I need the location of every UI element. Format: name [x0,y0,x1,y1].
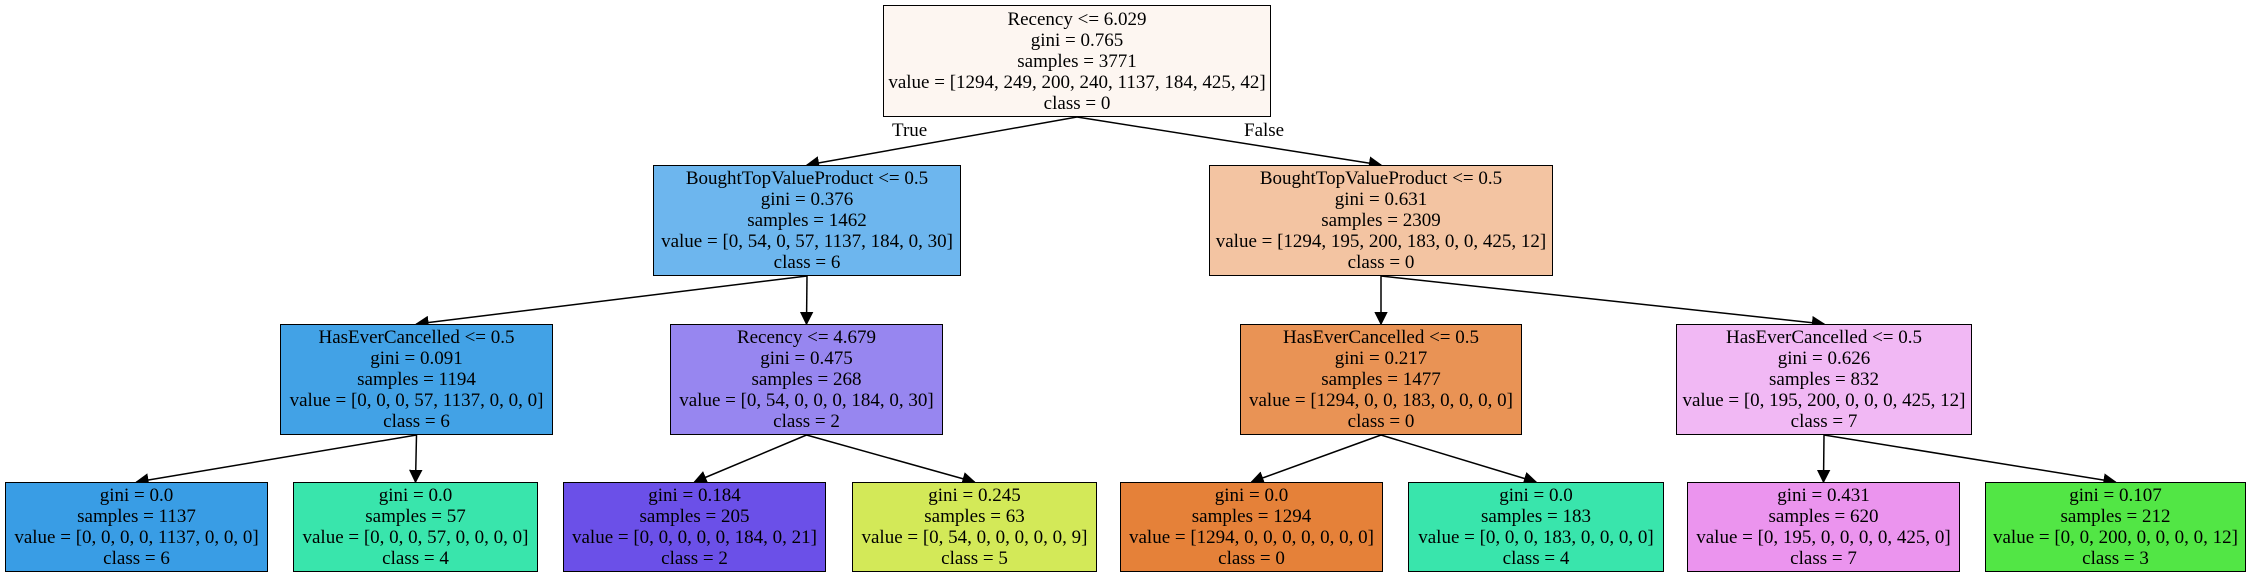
node-line: class = 0 [1347,411,1415,432]
node-line: class = 0 [1043,92,1111,114]
node-line: HasEverCancelled <= 0.5 [1725,327,1923,348]
node-line: samples = 1137 [77,506,196,527]
node-line: gini = 0.245 [928,485,1021,506]
node-line: samples = 1294 [1191,506,1312,527]
tree-edge-n9-n10 [1250,434,1382,485]
node-line: BoughtTopValueProduct <= 0.5 [1259,168,1503,189]
node-line: class = 2 [661,548,728,569]
node-line: samples = 183 [1481,506,1591,527]
edge-label-true: True [892,120,928,141]
node-line: gini = 0.107 [2069,485,2162,506]
node-line: value = [0, 0, 0, 0, 1137, 0, 0, 0] [14,527,259,548]
tree-edge-n0-n1 [805,116,1078,170]
tree-edge-n5-n6 [693,434,807,484]
node-line: class = 7 [1790,411,1858,432]
node-line: samples = 2309 [1321,210,1441,231]
node-line: samples = 1462 [747,210,867,231]
node-line: class = 0 [1347,252,1415,273]
node-line: samples = 1194 [357,369,476,390]
node-line: class = 6 [773,252,841,273]
node-line: value = [1294, 249, 200, 240, 1137, 184,… [888,71,1266,93]
node-line: class = 3 [2082,548,2149,569]
node-line: value = [0, 0, 0, 57, 1137, 0, 0, 0] [289,390,544,411]
node-line: value = [1294, 0, 0, 0, 0, 0, 0, 0] [1128,527,1374,548]
node-line: gini = 0.184 [648,485,741,506]
node-line: samples = 3771 [1017,50,1137,72]
tree-edge-n0-n8 [1076,116,1383,170]
node-line: gini = 0.631 [1334,189,1428,210]
tree-edge-n12-n13 [1816,434,1831,484]
node-line: class = 6 [103,548,170,569]
node-line: value = [0, 195, 200, 0, 0, 0, 425, 12] [1682,390,1966,411]
node-line: HasEverCancelled <= 0.5 [318,327,515,348]
tree-edge-n1-n5 [799,275,814,326]
node-line: value = [0, 54, 0, 57, 1137, 184, 0, 30] [661,231,953,252]
tree-edge-n12-n14 [1823,434,2117,487]
node-line: samples = 57 [365,506,466,527]
node-line: samples = 1477 [1321,369,1441,390]
node-line: samples = 620 [1768,506,1879,527]
node-line: gini = 0.431 [1777,485,1870,506]
node-line: class = 5 [941,548,1008,569]
node-line: samples = 205 [639,506,750,527]
tree-edge-n8-n12 [1380,275,1826,330]
node-line: Recency <= 6.029 [1007,8,1147,30]
node-line: gini = 0.0 [99,485,174,506]
node-line: gini = 0.217 [1334,348,1428,369]
node-line: class = 4 [382,548,449,569]
node-line: value = [0, 0, 0, 183, 0, 0, 0, 0] [1418,527,1654,548]
node-line: gini = 0.376 [760,189,854,210]
node-line: value = [0, 0, 0, 0, 0, 184, 0, 21] [571,527,817,548]
node-line: value = [1294, 195, 200, 183, 0, 0, 425,… [1215,231,1547,252]
node-line: class = 7 [1790,548,1857,569]
node-line: class = 6 [383,411,450,432]
node-line: value = [0, 0, 0, 57, 0, 0, 0, 0] [302,527,529,548]
node-line: value = [0, 54, 0, 0, 0, 184, 0, 30] [679,390,934,411]
node-line: value = [0, 195, 0, 0, 0, 0, 425, 0] [1696,527,1951,548]
node-line: gini = 0.475 [760,348,853,369]
tree-edge-n9-n11 [1380,434,1538,485]
node-line: HasEverCancelled <= 0.5 [1282,327,1480,348]
edge-label-false: False [1244,120,1285,141]
node-line: samples = 212 [2060,506,2171,527]
node-line: value = [1294, 0, 0, 183, 0, 0, 0, 0] [1248,390,1513,411]
tree-edge-n1-n2 [415,275,808,330]
node-line: samples = 832 [1769,369,1879,390]
node-line: samples = 268 [751,369,862,390]
node-line: BoughtTopValueProduct <= 0.5 [685,168,929,189]
node-line: gini = 0.0 [1499,485,1573,506]
node-line: samples = 63 [924,506,1025,527]
node-line: value = [0, 0, 200, 0, 0, 0, 0, 12] [1992,527,2238,548]
node-line: gini = 0.091 [370,348,463,369]
tree-edge-n2-n3 [135,434,417,487]
node-line: value = [0, 54, 0, 0, 0, 0, 0, 9] [861,527,1088,548]
node-line: Recency <= 4.679 [736,327,877,348]
node-line: gini = 0.0 [1214,485,1289,506]
node-line: gini = 0.626 [1777,348,1871,369]
node-line: gini = 0.765 [1030,29,1124,51]
node-line: class = 4 [1502,548,1570,569]
tree-edge-n2-n4 [409,434,423,484]
node-line: gini = 0.0 [378,485,453,506]
tree-edge-n5-n7 [806,434,976,486]
node-line: class = 2 [773,411,840,432]
node-line: class = 0 [1218,548,1285,569]
